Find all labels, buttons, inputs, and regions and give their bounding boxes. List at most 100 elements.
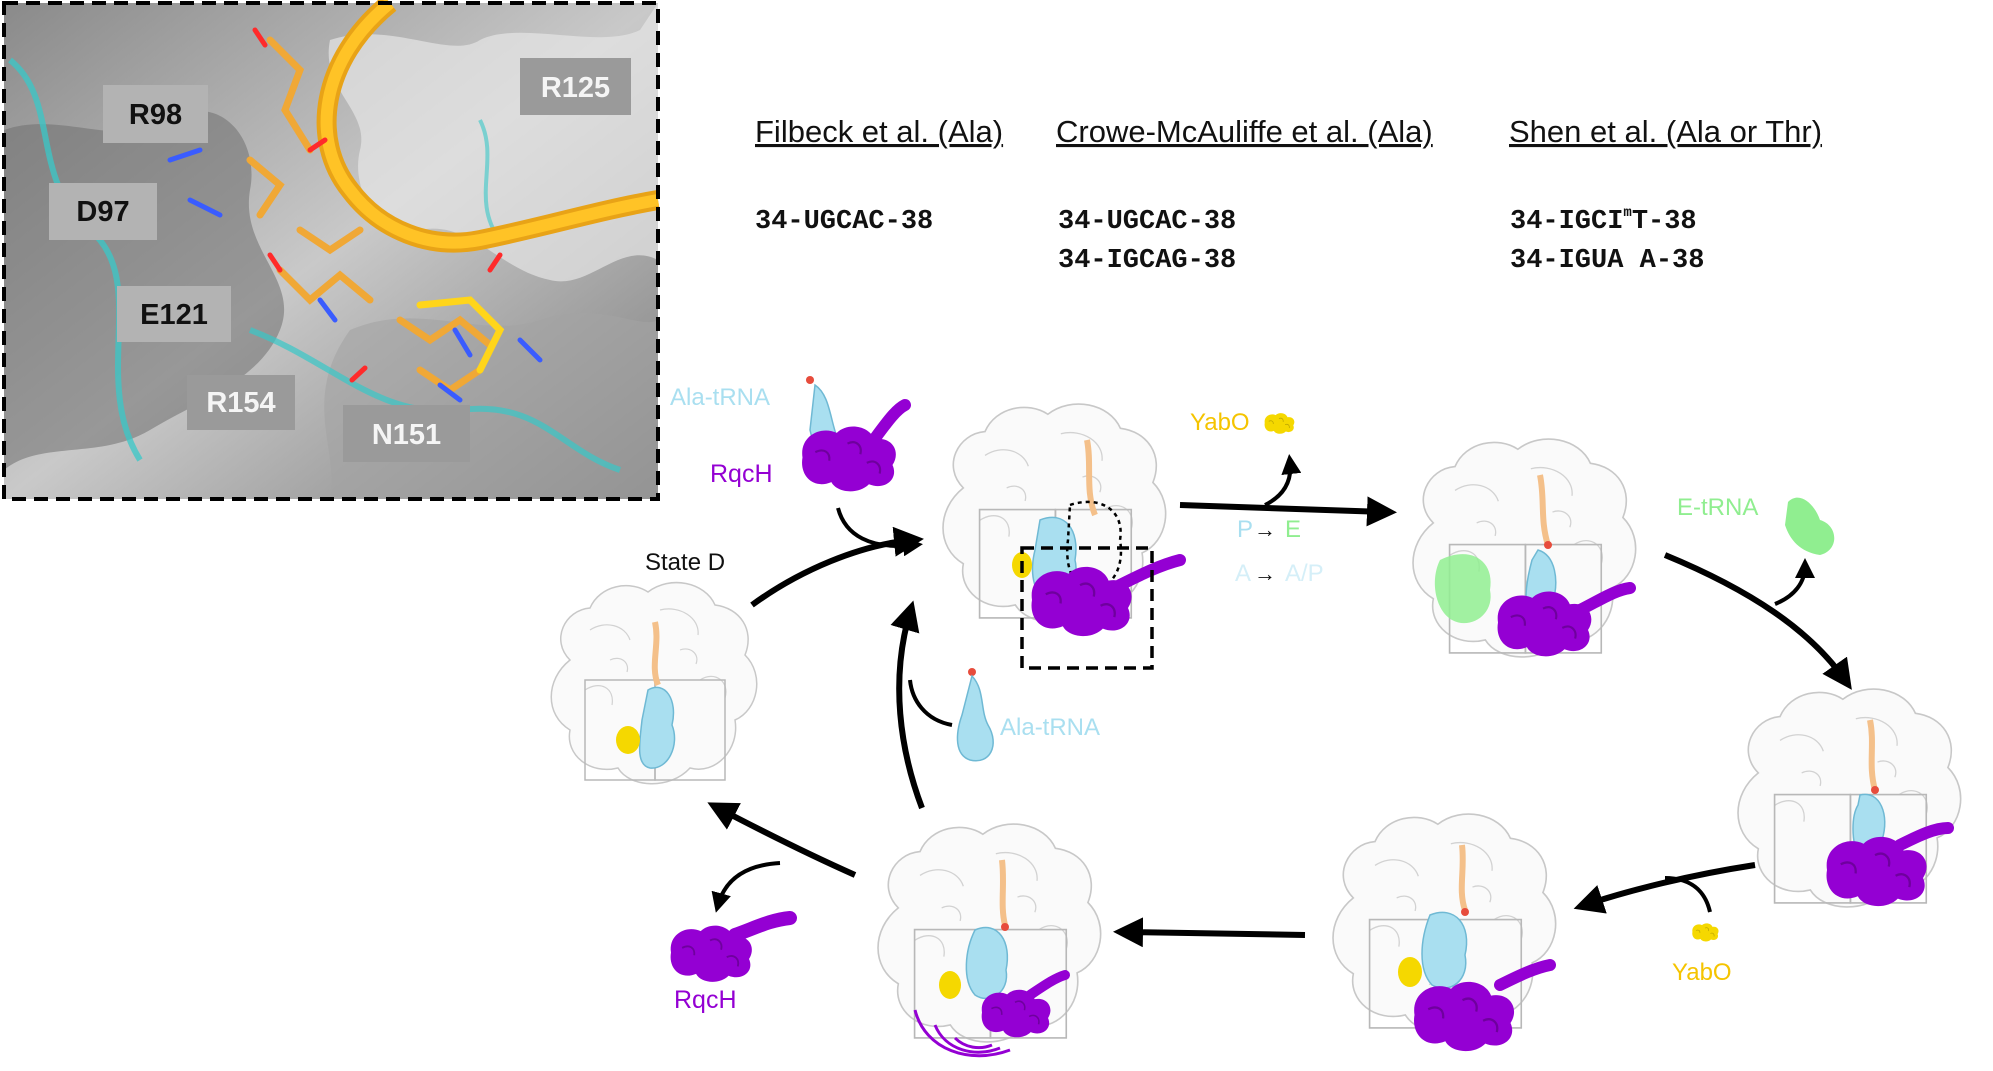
peptide-chain <box>999 859 1008 926</box>
svg-text:D97: D97 <box>76 196 129 228</box>
yabo-molecule <box>1264 412 1295 435</box>
free-rqch-bottom: RqcH <box>669 911 797 1014</box>
svg-text:R125: R125 <box>541 72 610 104</box>
arrow-bottom-right-to-bottom-center <box>1113 917 1306 948</box>
peptide-chain <box>1084 439 1098 517</box>
yabo-release-top: YabO P → E A → A/P <box>1190 409 1324 587</box>
yabo-label-top: YabO <box>1190 409 1250 436</box>
residue-label-n151: N151 <box>343 405 470 462</box>
rqch-arm <box>1114 554 1186 591</box>
yabo-molecule <box>1691 922 1719 942</box>
trna-backbone-ribbon <box>320 0 660 249</box>
cycle-arrows <box>707 454 1852 948</box>
yabo-binding-bottom: YabO <box>1672 922 1732 986</box>
arrow-ala-trna-binding <box>908 679 953 727</box>
rqch-arm <box>864 399 911 451</box>
rqch-arm <box>1494 959 1556 991</box>
amino-acid-dot <box>1461 908 1469 916</box>
peptide-chain <box>1458 844 1468 911</box>
sequence-crowe-2: 34-IGCAG-38 <box>1058 246 1236 276</box>
ribosome-state-d: State D <box>550 549 758 785</box>
svg-text:R154: R154 <box>206 387 275 419</box>
residue-label-r125: R125 <box>520 58 631 115</box>
rqch-arm <box>1574 582 1636 616</box>
sequence-filbeck-1: 34-UGCAC-38 <box>755 207 933 237</box>
p-site-trna <box>638 686 676 769</box>
arrow-right-down <box>1663 552 1852 690</box>
residue-label-d97: D97 <box>49 183 157 240</box>
ribosome-far-right <box>1737 688 1962 908</box>
translocation-ap: A/P <box>1285 560 1324 587</box>
yabo-bound <box>616 726 640 754</box>
table-header-shen: Shen et al. (Ala or Thr) <box>1509 114 1822 149</box>
sequence-shen-2: 34-IGUA A-38 <box>1510 246 1704 276</box>
rqch-arm <box>1894 822 1954 851</box>
residue-label-r98: R98 <box>103 85 208 143</box>
amino-acid-dot <box>1544 541 1552 549</box>
translocation-a: A <box>1235 560 1251 587</box>
arrow-rqch-release <box>711 861 781 913</box>
residue-label-e121: E121 <box>117 286 231 342</box>
arrow-yabo-binding <box>1664 876 1712 913</box>
e-site-trna <box>1434 554 1491 624</box>
amino-acid-dot <box>1871 786 1879 794</box>
rqch-arm <box>728 911 797 942</box>
table-header-filbeck: Filbeck et al. (Ala) <box>755 114 1003 149</box>
e-trna-molecule <box>1785 497 1835 555</box>
ribosome-top-right <box>1412 438 1637 658</box>
anticodon-table: Filbeck et al. (Ala) Crowe-McAuliffe et … <box>755 114 1822 276</box>
e-trna-label: E-tRNA <box>1677 494 1758 521</box>
free-ala-trna-rqch-top: Ala-tRNA RqcH <box>670 376 911 493</box>
peptide-chain <box>1537 474 1551 546</box>
p-site-trna <box>965 927 1009 1000</box>
translocation-arrow-2: → <box>1254 561 1276 586</box>
peptide-chain <box>1867 719 1878 791</box>
ribosome-top-center <box>942 403 1186 670</box>
state-d-label: State D <box>645 549 725 576</box>
arrow-yabo-release <box>1264 454 1302 507</box>
arrow-bottom-center-to-state-d <box>707 802 857 878</box>
arrow-rqch-binding <box>836 507 923 557</box>
p-site-trna <box>1421 911 1468 989</box>
rqch-label-top: RqcH <box>710 460 773 488</box>
amino-acid-dot <box>968 668 976 676</box>
arrow-e-trna-release <box>1774 558 1815 606</box>
structure-inset: R98 D97 E121 R154 N151 R125 <box>2 0 660 501</box>
rqch-arm <box>1025 970 1070 1000</box>
nucleotide-sticks <box>246 36 494 395</box>
ala-trna-label-top: Ala-tRNA <box>670 384 770 411</box>
rqch-label-bottom: RqcH <box>674 986 737 1014</box>
motion-lines <box>913 1009 1011 1058</box>
nucleotide-sticks <box>416 296 505 374</box>
inset-frame <box>2 1 660 501</box>
svg-text:R98: R98 <box>129 99 182 131</box>
a-site-trna-outline <box>1066 500 1123 592</box>
yabo-bound <box>939 971 961 999</box>
translocation-p: P <box>1237 516 1253 543</box>
arrow-bottom-center-up <box>890 600 925 810</box>
sequence-crowe-1: 34-UGCAC-38 <box>1058 207 1236 237</box>
arrow-far-right-to-bottom-right <box>1573 862 1756 914</box>
peptide-chain <box>651 621 661 687</box>
ribosome-bottom-right <box>1332 813 1557 1053</box>
translocation-arrow-1: → <box>1254 517 1276 542</box>
residue-label-r154: R154 <box>187 375 295 430</box>
sequence-shen-1: 34-IGCImT-38 <box>1510 205 1697 237</box>
ala-trna-label-mid: Ala-tRNA <box>1000 714 1100 741</box>
amino-acid-dot <box>1001 923 1009 931</box>
svg-text:N151: N151 <box>372 419 441 451</box>
ala-trna-molecule <box>956 674 994 762</box>
yabo-bound <box>1398 957 1422 987</box>
ribosome-bottom-center <box>877 823 1102 1058</box>
translocation-e: E <box>1285 516 1301 543</box>
svg-text:E121: E121 <box>140 299 208 331</box>
inset-callout-box <box>1020 546 1154 670</box>
arrow-state-d-to-top <box>750 526 924 608</box>
yabo-label-bottom: YabO <box>1672 959 1732 986</box>
table-header-crowe: Crowe-McAuliffe et al. (Ala) <box>1056 114 1433 149</box>
free-ala-trna-mid: Ala-tRNA <box>956 668 1100 762</box>
protein-backbone-cyan <box>478 119 502 242</box>
nucleotide-sticks <box>167 147 543 403</box>
arrow-top-to-right <box>1179 496 1397 527</box>
